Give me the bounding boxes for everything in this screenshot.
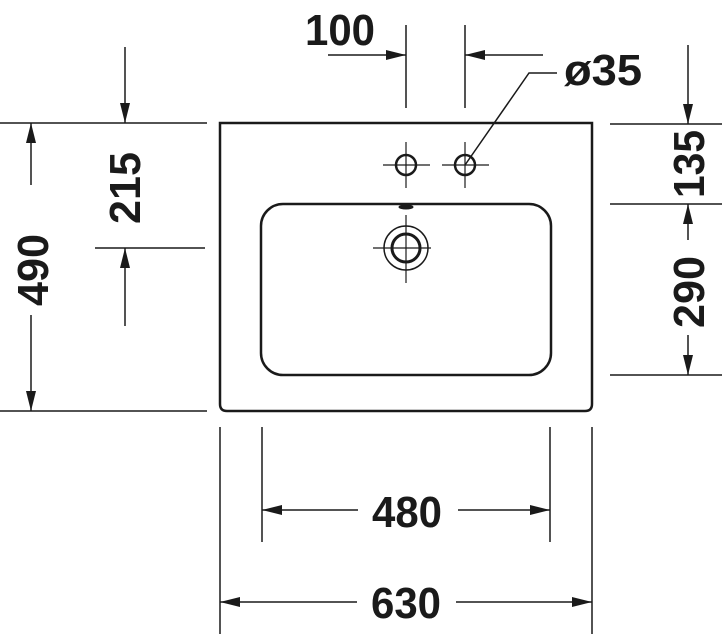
- label-edge-to-bowl: 135: [665, 130, 714, 198]
- dim-tap-to-edge: [95, 47, 205, 326]
- overflow-slot-icon: [398, 204, 414, 210]
- dim-overall-width: [219, 427, 593, 634]
- label-tap-spacing: 100: [305, 6, 375, 55]
- dim-tap-spacing: [328, 25, 543, 108]
- label-bowl-width: 480: [372, 488, 442, 537]
- dim-overall-depth: [0, 122, 207, 412]
- dim-bowl-width: [261, 427, 551, 542]
- drain-icon: [373, 215, 431, 283]
- dim-edge-to-bowl-and-bowl-depth: [610, 45, 722, 376]
- tap-hole-left: [383, 142, 430, 188]
- label-overall-depth: 490: [9, 234, 58, 306]
- label-tap-diameter: ø35: [564, 46, 642, 95]
- basin-outer-outline: [218, 121, 594, 413]
- bowl-outline: [259, 202, 553, 377]
- label-bowl-depth: 290: [665, 256, 714, 328]
- label-overall-width: 630: [371, 579, 441, 628]
- dim-tap-diameter-leader: [464, 72, 557, 166]
- label-tap-to-edge: 215: [101, 152, 150, 224]
